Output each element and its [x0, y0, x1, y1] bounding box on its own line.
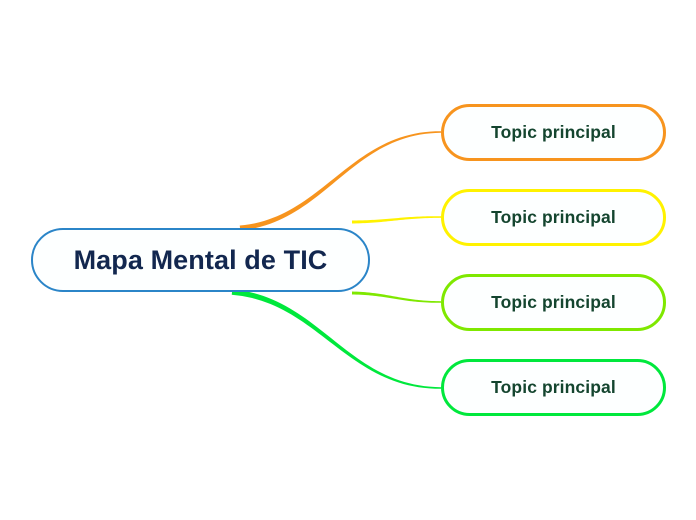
topic-node-1-label: Topic principal [491, 122, 616, 142]
topic-node-1[interactable]: Topic principal [441, 104, 666, 161]
topic-node-2-label: Topic principal [491, 207, 616, 227]
root-node[interactable]: Mapa Mental de TIC [31, 228, 370, 292]
connector-root-to-topic-1 [351, 216, 441, 224]
connector-root-to-topic-0 [239, 131, 441, 231]
topic-node-3[interactable]: Topic principal [441, 274, 666, 331]
connector-root-to-topic-2 [351, 291, 441, 303]
root-node-label: Mapa Mental de TIC [73, 244, 328, 275]
connector-root-to-topic-3 [231, 289, 441, 389]
topic-node-2[interactable]: Topic principal [441, 189, 666, 246]
topic-node-4-label: Topic principal [491, 377, 616, 397]
topic-node-3-label: Topic principal [491, 292, 616, 312]
topic-node-4[interactable]: Topic principal [441, 359, 666, 416]
